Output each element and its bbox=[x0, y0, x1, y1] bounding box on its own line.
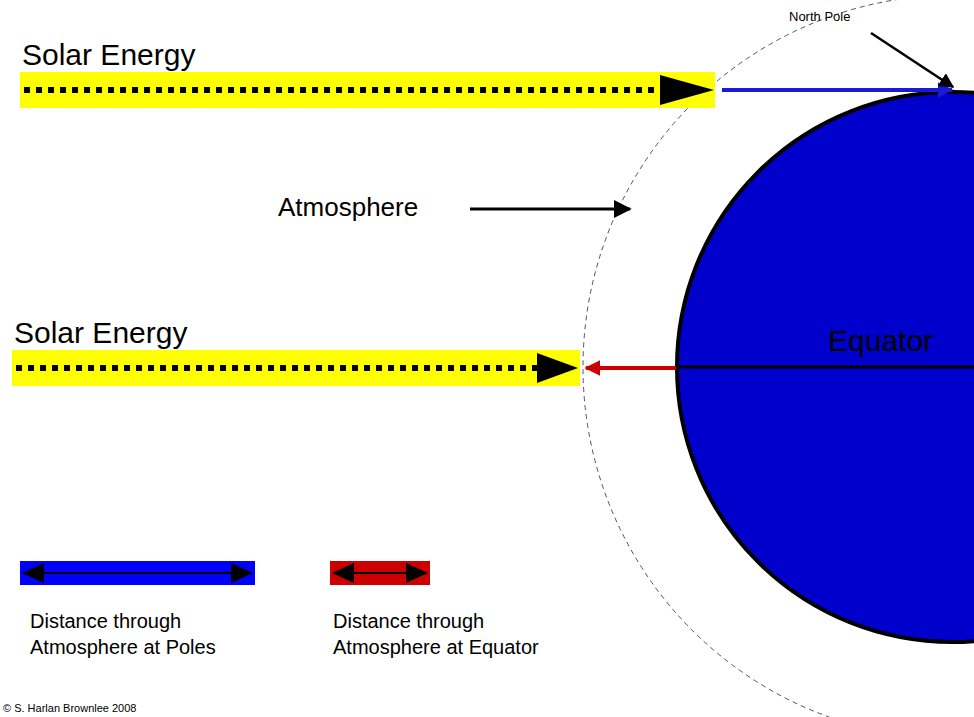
polar-path-arrow bbox=[722, 88, 952, 92]
arrowhead bbox=[231, 563, 253, 583]
ray-dots bbox=[24, 87, 662, 93]
arrow-shaft bbox=[34, 572, 241, 574]
earth bbox=[677, 92, 974, 642]
equator-label: Equator bbox=[828, 324, 933, 359]
equator-path-arrow bbox=[586, 366, 676, 370]
solar-ray bbox=[20, 72, 715, 108]
legend-swatch bbox=[20, 561, 255, 585]
arrow-shaft bbox=[344, 572, 416, 574]
double-arrow bbox=[20, 561, 255, 585]
copyright-note: © S. Harlan Brownlee 2008 bbox=[3, 702, 136, 715]
leader-arrow bbox=[871, 33, 953, 87]
ray-label: Solar Energy bbox=[14, 316, 187, 351]
ray-label: Solar Energy bbox=[22, 38, 195, 73]
pole-label: North Pole bbox=[789, 10, 850, 25]
equator-line bbox=[677, 366, 974, 369]
arrowhead bbox=[332, 563, 354, 583]
double-arrow bbox=[330, 561, 430, 585]
legend-text: Distance through Atmosphere at Equator bbox=[333, 608, 575, 660]
ray-arrowhead bbox=[537, 353, 578, 383]
legend-text: Distance through Atmosphere at Poles bbox=[30, 608, 252, 660]
atmosphere-label: Atmosphere bbox=[278, 193, 418, 223]
solar-ray bbox=[12, 350, 580, 386]
arrowhead bbox=[22, 563, 44, 583]
ray-arrowhead bbox=[660, 75, 714, 105]
ray-dots bbox=[16, 365, 540, 371]
legend-swatch bbox=[330, 561, 430, 585]
arrowhead bbox=[406, 563, 428, 583]
leader-arrow bbox=[470, 208, 630, 211]
